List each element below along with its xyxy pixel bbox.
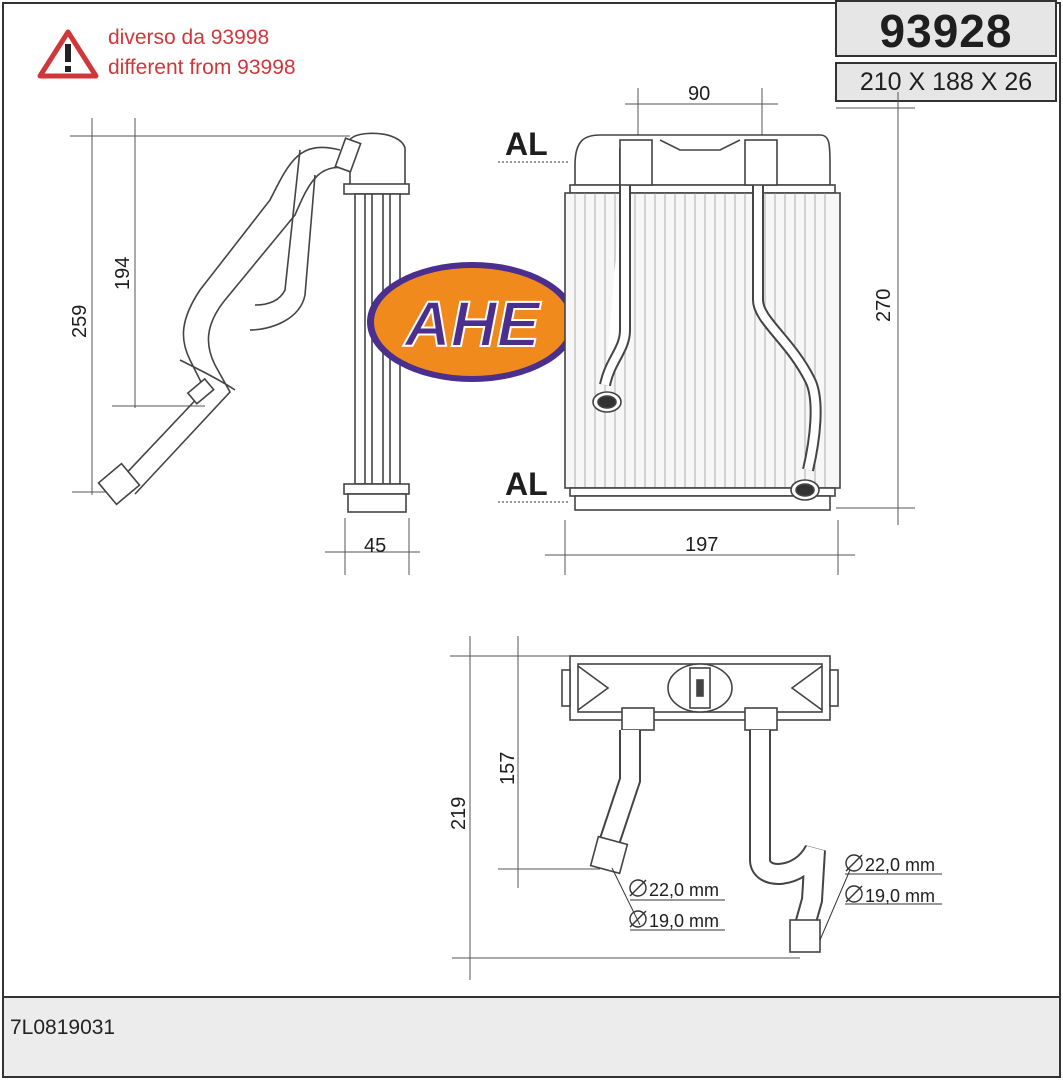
right-inner-diameter: 19,0 mm	[865, 886, 935, 906]
front-pipe-spacing-label: 90	[688, 83, 710, 105]
top-view	[450, 636, 942, 980]
left-inner-diameter: 19,0 mm	[649, 911, 719, 931]
part-number: 93928	[879, 5, 1013, 57]
front-height-label: 270	[873, 289, 895, 322]
top-inner-dim-label: 157	[497, 752, 519, 785]
side-view	[70, 118, 420, 575]
oem-reference: 7L0819031	[10, 1016, 116, 1039]
side-height-inner-label: 194	[112, 257, 134, 290]
dimensions-summary: 210 X 188 X 26	[859, 68, 1033, 96]
left-outer-diameter: 22,0 mm	[649, 880, 719, 900]
warning-text-italian: diverso da 93998	[108, 26, 270, 49]
side-depth-label: 45	[364, 535, 386, 557]
diameter-icon	[629, 854, 863, 928]
material-label-bottom: AL	[505, 466, 548, 502]
right-outer-diameter: 22,0 mm	[865, 855, 935, 875]
side-height-total-label: 259	[69, 305, 91, 338]
warning-icon	[37, 29, 99, 79]
front-width-label: 197	[685, 534, 718, 556]
top-total-dim-label: 219	[448, 797, 470, 830]
footer-bar: 7L0819031	[2, 996, 1061, 1078]
ahe-logo-text: AHE	[402, 288, 541, 360]
warning-text-english: different from 93998	[108, 56, 296, 79]
technical-drawing: 194 259 45 AHE	[37, 29, 942, 980]
material-label-top: AL	[505, 126, 548, 162]
dimensions-box: 210 X 188 X 26	[835, 62, 1057, 102]
ahe-logo: AHE	[367, 262, 577, 382]
front-view	[498, 88, 915, 575]
part-number-box: 93928	[835, 0, 1057, 57]
